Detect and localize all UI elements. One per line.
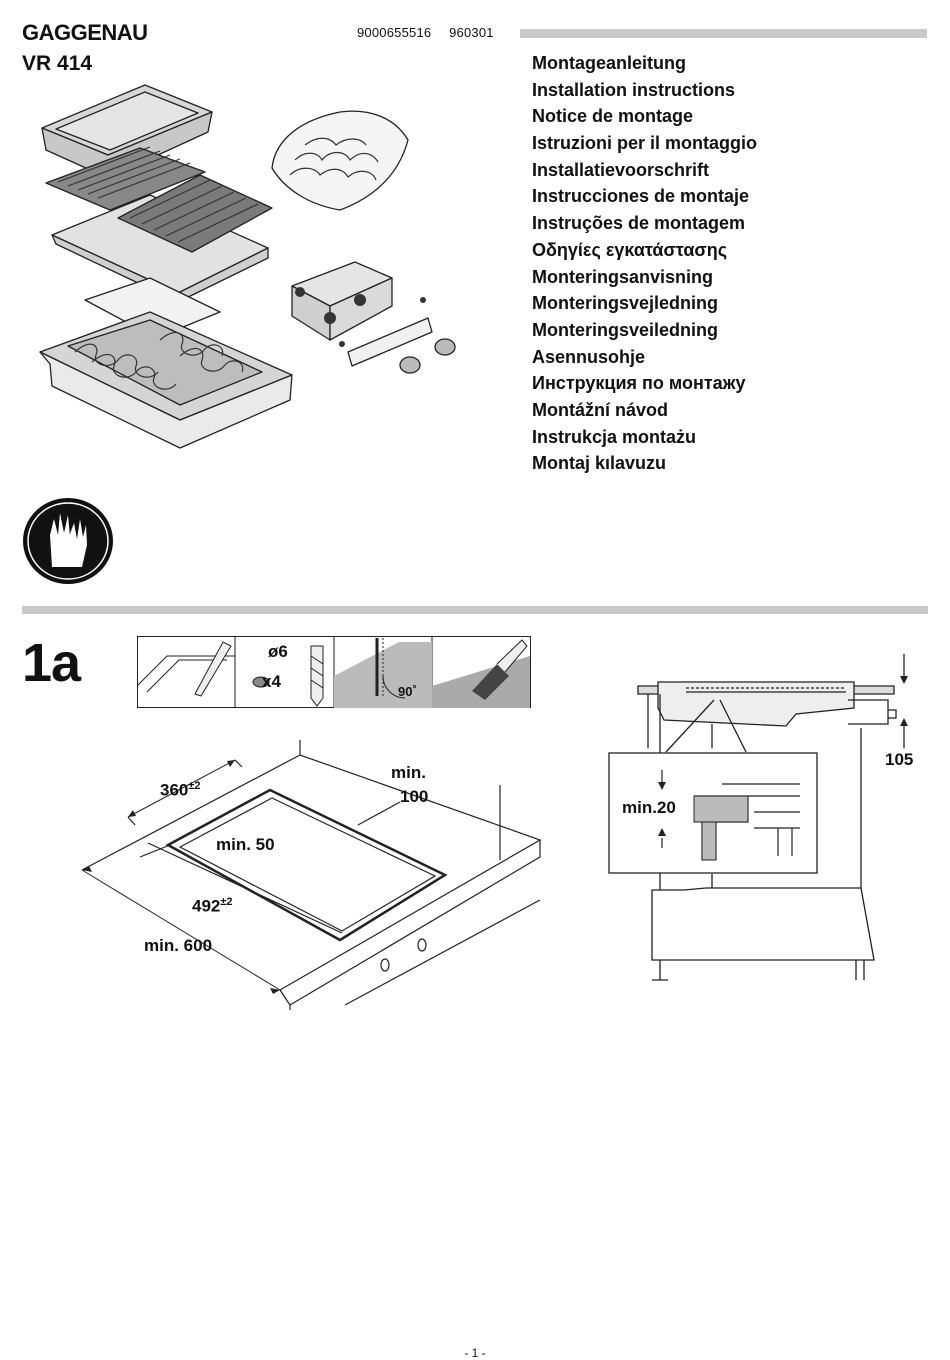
language-title: Montaj kılavuzu xyxy=(532,453,667,474)
sealant-brush-icon xyxy=(432,639,530,708)
cutout-depth-tolerance: ±2 xyxy=(188,780,201,792)
counter-depth-label: min. 600 xyxy=(144,936,213,955)
document-numbers: 9000655516 960301 xyxy=(357,25,508,40)
header-rule xyxy=(520,29,927,38)
lava-rock-bag xyxy=(271,110,409,211)
screw-quantity-label: x4 xyxy=(262,672,281,691)
doc-date: 960301 xyxy=(449,25,494,40)
cutout-depth-value: 360 xyxy=(160,780,189,800)
cutout-width-label: 492±2 xyxy=(192,896,233,917)
language-title: Instruções de montagem xyxy=(532,213,746,234)
language-title: Инструкция по монтажу xyxy=(532,373,746,394)
language-title: Monteringsveiledning xyxy=(532,319,719,340)
language-list: Montageanleitung Installation instructio… xyxy=(532,50,757,477)
grill-grate xyxy=(45,147,206,211)
knob-left xyxy=(399,356,421,374)
language-title: Montážní návod xyxy=(532,399,668,420)
control-panel-plate xyxy=(347,317,433,367)
back-clearance-line2: 100 xyxy=(400,787,429,806)
language-title: Installation instructions xyxy=(532,79,736,100)
angle-label: 90° xyxy=(398,684,416,699)
cutout-width-tolerance: ±2 xyxy=(220,896,233,908)
section-rule xyxy=(22,606,928,614)
language-title: Asennusohje xyxy=(532,346,646,367)
language-title: Notice de montage xyxy=(532,106,694,127)
cutout-depth-label: 360±2 xyxy=(160,780,201,801)
language-title: Montageanleitung xyxy=(532,53,686,73)
drill-diameter-label: ø6 xyxy=(268,642,288,661)
language-title: Οδηγίες εγκατάστασης xyxy=(532,239,728,260)
angle-value: 90 xyxy=(398,684,413,699)
safety-gloves-icon xyxy=(23,498,113,584)
language-title: Monteringsvejledning xyxy=(532,293,719,314)
clearance-label: min.20 xyxy=(622,798,676,817)
jigsaw-icon xyxy=(334,638,432,708)
cutout-dimension-drawing xyxy=(81,740,542,1010)
drill-icon xyxy=(252,645,324,707)
brand-logo: GAGGENAU xyxy=(22,20,148,45)
tool-strip xyxy=(136,636,531,708)
back-clearance-line1: min. xyxy=(391,763,426,782)
knob-right xyxy=(434,338,456,356)
language-title: Instrucciones de montaje xyxy=(532,186,750,207)
appliance-height-label: 105 xyxy=(885,750,914,769)
degree-sign: ° xyxy=(412,684,417,695)
front-clearance-label: min. 50 xyxy=(216,835,275,854)
model-number: VR 414 xyxy=(22,52,93,75)
marking-pencil-icon xyxy=(136,641,235,697)
language-title: Monteringsanvisning xyxy=(532,266,714,287)
clearance-detail-inset xyxy=(608,752,818,874)
page-number: - 1 - xyxy=(464,1346,486,1360)
product-exploded-illustration xyxy=(39,84,456,449)
section-number: 1a xyxy=(22,633,81,693)
language-title: Installatievoorschrift xyxy=(532,159,710,180)
cutout-width-value: 492 xyxy=(192,896,221,916)
language-title: Instrukcja montażu xyxy=(532,426,697,447)
grill-plate xyxy=(117,174,273,253)
doc-number: 9000655516 xyxy=(357,25,432,40)
language-title: Istruzioni per il montaggio xyxy=(532,133,757,154)
